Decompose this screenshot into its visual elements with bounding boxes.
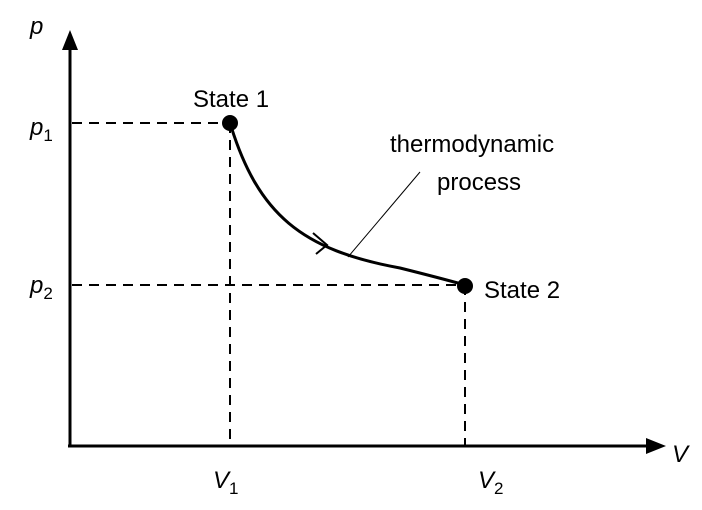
tick-label-p2: p2 [29,272,53,303]
tick-label-v1-main: V [213,467,231,494]
tick-label-p2-main: p [29,272,43,299]
tick-label-v1: V1 [213,467,238,498]
guide-lines [72,122,466,446]
tick-label-v2: V2 [478,467,503,498]
state2-point [457,278,473,294]
process-curve [228,122,466,287]
y-axis-label: p [29,13,43,40]
x-axis-label: V [672,441,690,468]
tick-label-v2-sub: 2 [494,479,503,498]
tick-label-v1-sub: 1 [229,479,238,498]
tick-label-p1: p1 [29,114,53,145]
process-direction-arrow [312,232,329,255]
process-label-line2: process [437,169,521,196]
tick-label-p1-sub: 1 [43,126,52,145]
process-leader-line [347,171,421,258]
state2-label: State 2 [484,277,560,304]
tick-label-p1-main: p [29,114,43,141]
y-axis-arrowhead [62,30,78,50]
tick-label-v2-main: V [478,467,496,494]
x-axis-arrowhead [646,438,666,454]
process-label-line1: thermodynamic [390,131,554,158]
tick-label-p2-sub: 2 [43,284,52,303]
state1-label: State 1 [193,86,269,113]
state1-point [222,115,238,131]
